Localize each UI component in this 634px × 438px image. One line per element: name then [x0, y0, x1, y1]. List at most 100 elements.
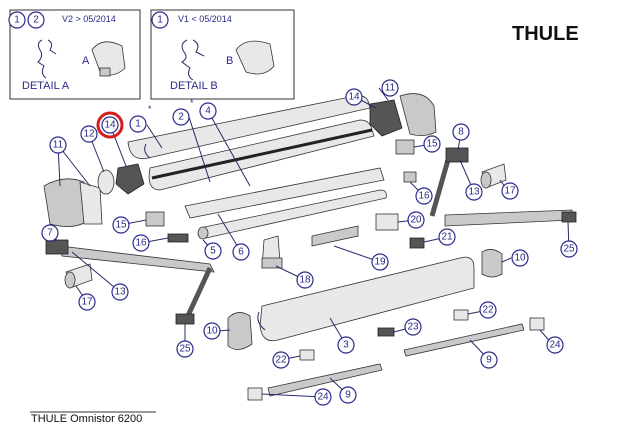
callout-23: 23 — [404, 318, 422, 336]
svg-text:10: 10 — [206, 326, 218, 337]
right-arm — [429, 147, 577, 227]
part-23 — [377, 327, 395, 337]
part-24-right — [529, 317, 545, 331]
svg-text:*: * — [148, 104, 152, 114]
part-3-front-bar — [257, 256, 475, 342]
callout-16: 16 — [132, 234, 150, 252]
part-16-left — [167, 233, 189, 243]
callout-14: 14 — [345, 88, 363, 106]
svg-text:4: 4 — [205, 106, 211, 117]
svg-text:24: 24 — [317, 392, 329, 403]
svg-text:21: 21 — [441, 232, 453, 243]
svg-text:19: 19 — [374, 257, 386, 268]
version-box-v1: 1 V1 < 05/2014 DETAIL B B — [150, 9, 295, 100]
svg-text:22: 22 — [275, 355, 287, 366]
callout-24: 24 — [314, 388, 332, 406]
detail-a-label: DETAIL A — [22, 80, 70, 92]
version-box-v2: 1 2 V2 > 05/2014 DETAIL A A — [8, 9, 141, 100]
svg-text:18: 18 — [299, 275, 311, 286]
part-21 — [409, 237, 425, 249]
svg-text:17: 17 — [81, 297, 93, 308]
part-14-left-mech — [97, 163, 145, 195]
part-11-left-cap — [43, 178, 103, 227]
svg-text:25: 25 — [179, 344, 191, 355]
callout-10: 10 — [203, 322, 221, 340]
part-17-right — [480, 163, 507, 189]
svg-text:8: 8 — [458, 127, 464, 138]
svg-text:3: 3 — [343, 340, 349, 351]
part-16-right — [403, 171, 417, 183]
svg-text:2: 2 — [33, 15, 39, 26]
part-18 — [261, 235, 283, 269]
svg-text:7: 7 — [47, 228, 53, 239]
svg-text:20: 20 — [410, 215, 422, 226]
brand-logo: THULE — [512, 23, 579, 45]
callout-18: 18 — [296, 271, 314, 289]
svg-text:5: 5 — [210, 246, 216, 257]
callout-17: 17 — [501, 182, 519, 200]
svg-text:*: * — [190, 98, 194, 108]
svg-text:13: 13 — [114, 287, 126, 298]
svg-text:9: 9 — [486, 355, 492, 366]
callout-22: 22 — [272, 351, 290, 369]
version-box-v2-label: V2 > 05/2014 — [62, 14, 116, 24]
left-arm — [45, 239, 215, 325]
svg-text:9: 9 — [345, 390, 351, 401]
callout-2: 2 — [172, 108, 190, 126]
callout-11: 11 — [49, 136, 67, 154]
highlight-ring — [96, 111, 124, 139]
callout-20: 20 — [407, 211, 425, 229]
part-19 — [311, 225, 359, 247]
svg-text:B: B — [226, 55, 233, 67]
svg-text:16: 16 — [418, 191, 430, 202]
svg-text:24: 24 — [549, 340, 561, 351]
callout-22: 22 — [479, 301, 497, 319]
callout-17: 17 — [78, 293, 96, 311]
svg-text:10: 10 — [514, 253, 526, 264]
part-10-right-cap — [481, 249, 503, 278]
callouts: 1 2 4 11 14 11 12 14 15 16 7 17 13 5 6 1… — [41, 79, 578, 406]
svg-text:1: 1 — [135, 119, 141, 130]
part-20 — [375, 213, 399, 231]
callout-4: 4 — [199, 102, 217, 120]
svg-text:14: 14 — [348, 92, 360, 103]
svg-text:6: 6 — [238, 247, 244, 258]
part-9-lower-slider — [267, 363, 383, 397]
callout-10: 10 — [511, 249, 529, 267]
part-9-upper-slider — [403, 323, 525, 357]
svg-text:2: 2 — [178, 112, 184, 123]
part-14-right-mech — [369, 99, 403, 137]
svg-text:14: 14 — [104, 120, 116, 131]
callout-12: 12 — [80, 125, 98, 143]
callout-9: 9 — [339, 386, 357, 404]
part-15-right-bracket — [395, 139, 415, 155]
part-15-left-bracket — [145, 211, 165, 227]
callout-21: 21 — [438, 228, 456, 246]
svg-text:15: 15 — [115, 220, 127, 231]
svg-text:A: A — [82, 55, 90, 67]
svg-text:22: 22 — [482, 305, 494, 316]
callout-14: 14 — [101, 116, 119, 134]
svg-text:25: 25 — [563, 244, 575, 255]
callout-25: 25 — [176, 340, 194, 358]
svg-text:1: 1 — [14, 15, 20, 26]
svg-text:23: 23 — [407, 322, 419, 333]
part-5-rail — [197, 189, 387, 240]
part-2-roller — [148, 119, 375, 191]
callout-7: 7 — [41, 224, 59, 242]
callout-5: 5 — [204, 242, 222, 260]
callout-24: 24 — [546, 336, 564, 354]
callout-13: 13 — [465, 183, 483, 201]
part-17-left — [64, 263, 93, 289]
svg-text:13: 13 — [468, 187, 480, 198]
callout-25: 25 — [560, 240, 578, 258]
callout-19: 19 — [371, 253, 389, 271]
detail-b-label: DETAIL B — [170, 80, 218, 92]
part-11-right-cap — [399, 93, 437, 136]
callout-13: 13 — [111, 283, 129, 301]
svg-text:1: 1 — [157, 15, 163, 26]
callout-6: 6 — [232, 243, 250, 261]
callout-8: 8 — [452, 123, 470, 141]
